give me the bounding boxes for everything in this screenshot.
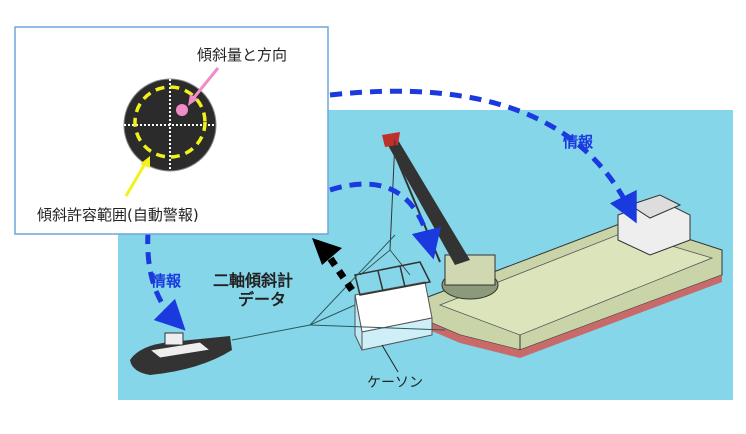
info-arrow-left [145,231,186,331]
tow-lines [231,234,446,341]
tolerance-range-label: 傾斜許容範囲(自動警報) [37,206,199,224]
tilt-marker [176,104,188,116]
tilt-amount-direction-label: 傾斜量と方向 [197,46,288,64]
info-arrow-center [329,181,441,260]
tolerance-ring [133,85,207,159]
sensor-data-label-line2: データ [238,290,287,309]
caisson-label: ケーソン [367,375,423,391]
tugboat [130,332,232,375]
info-arrows [145,88,637,331]
inclinometer-inset [14,26,329,235]
sensor-data-label-line1: 二軸傾斜計 [213,271,294,290]
info-label-right: 情報 [563,133,594,151]
caisson [354,261,433,373]
info-label-left: 情報 [151,272,182,290]
crane-barge [359,132,723,358]
info-arrow-right [329,88,637,224]
sensor-data-arrow [312,238,355,292]
